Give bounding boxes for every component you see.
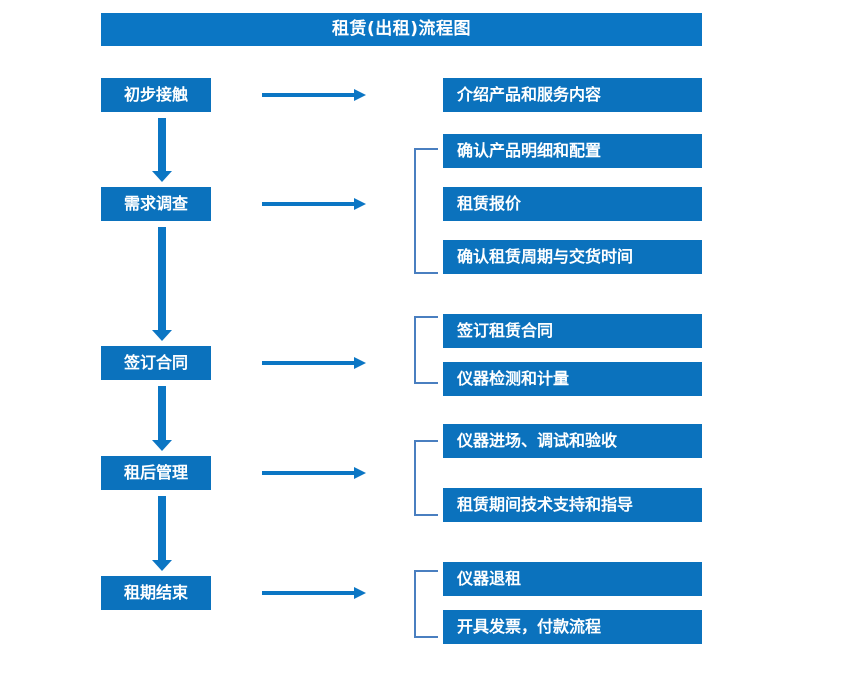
detail-box-8[interactable]: 租赁期间技术支持和指导 xyxy=(443,488,702,522)
arrow-head-icon xyxy=(354,357,366,369)
detail-box-4[interactable]: 确认租赁周期与交货时间 xyxy=(443,240,702,274)
detail-label: 确认租赁周期与交货时间 xyxy=(457,247,634,266)
arrow-head-icon xyxy=(354,587,366,599)
flow-arrow-down-2 xyxy=(152,227,172,341)
arrow-shaft xyxy=(158,496,166,560)
group-bracket-3 xyxy=(414,316,438,384)
stage-box-5[interactable]: 租期结束 xyxy=(101,576,211,610)
detail-box-9[interactable]: 仪器退租 xyxy=(443,562,702,596)
detail-label: 租赁期间技术支持和指导 xyxy=(457,495,634,514)
group-bracket-2 xyxy=(414,148,438,274)
arrow-shaft xyxy=(262,202,355,206)
flow-arrow-down-1 xyxy=(152,118,172,182)
arrow-head-icon xyxy=(354,198,366,210)
arrow-head-icon xyxy=(152,560,172,571)
detail-label: 介绍产品和服务内容 xyxy=(457,85,602,104)
stage-label: 租后管理 xyxy=(123,463,188,482)
arrow-shaft xyxy=(158,118,166,171)
detail-box-1[interactable]: 介绍产品和服务内容 xyxy=(443,78,702,112)
flow-arrow-down-4 xyxy=(152,496,172,571)
detail-box-10[interactable]: 开具发票，付款流程 xyxy=(443,610,702,644)
arrow-head-icon xyxy=(152,171,172,182)
detail-label: 仪器检测和计量 xyxy=(457,369,570,388)
page-title: 租赁(出租)流程图 xyxy=(331,19,472,39)
link-arrow-right-1 xyxy=(262,88,366,102)
detail-box-6[interactable]: 仪器检测和计量 xyxy=(443,362,702,396)
arrow-shaft xyxy=(262,93,355,97)
detail-label: 仪器进场、调试和验收 xyxy=(457,431,618,450)
detail-label: 确认产品明细和配置 xyxy=(457,141,602,160)
link-arrow-right-2 xyxy=(262,197,366,211)
stage-box-2[interactable]: 需求调查 xyxy=(101,187,211,221)
detail-box-7[interactable]: 仪器进场、调试和验收 xyxy=(443,424,702,458)
stage-label: 需求调查 xyxy=(123,194,188,213)
stage-box-3[interactable]: 签订合同 xyxy=(101,346,211,380)
link-arrow-right-4 xyxy=(262,466,366,480)
diagram-title-bar: 租赁(出租)流程图 xyxy=(101,13,702,46)
group-bracket-5 xyxy=(414,570,438,638)
detail-label: 签订租赁合同 xyxy=(457,321,554,340)
arrow-shaft xyxy=(158,386,166,440)
link-arrow-right-5 xyxy=(262,586,366,600)
link-arrow-right-3 xyxy=(262,356,366,370)
stage-label: 租期结束 xyxy=(123,583,188,602)
arrow-head-icon xyxy=(354,467,366,479)
stage-box-1[interactable]: 初步接触 xyxy=(101,78,211,112)
arrow-head-icon xyxy=(354,89,366,101)
arrow-head-icon xyxy=(152,330,172,341)
group-bracket-4 xyxy=(414,440,438,516)
detail-label: 仪器退租 xyxy=(457,569,522,588)
arrow-head-icon xyxy=(152,440,172,451)
flow-arrow-down-3 xyxy=(152,386,172,451)
stage-label: 初步接触 xyxy=(123,85,188,104)
detail-label: 租赁报价 xyxy=(457,194,522,213)
detail-box-5[interactable]: 签订租赁合同 xyxy=(443,314,702,348)
stage-box-4[interactable]: 租后管理 xyxy=(101,456,211,490)
arrow-shaft xyxy=(158,227,166,330)
detail-box-2[interactable]: 确认产品明细和配置 xyxy=(443,134,702,168)
stage-label: 签订合同 xyxy=(123,353,188,372)
arrow-shaft xyxy=(262,361,355,365)
detail-box-3[interactable]: 租赁报价 xyxy=(443,187,702,221)
arrow-shaft xyxy=(262,471,355,475)
detail-label: 开具发票，付款流程 xyxy=(457,617,602,636)
arrow-shaft xyxy=(262,591,355,595)
